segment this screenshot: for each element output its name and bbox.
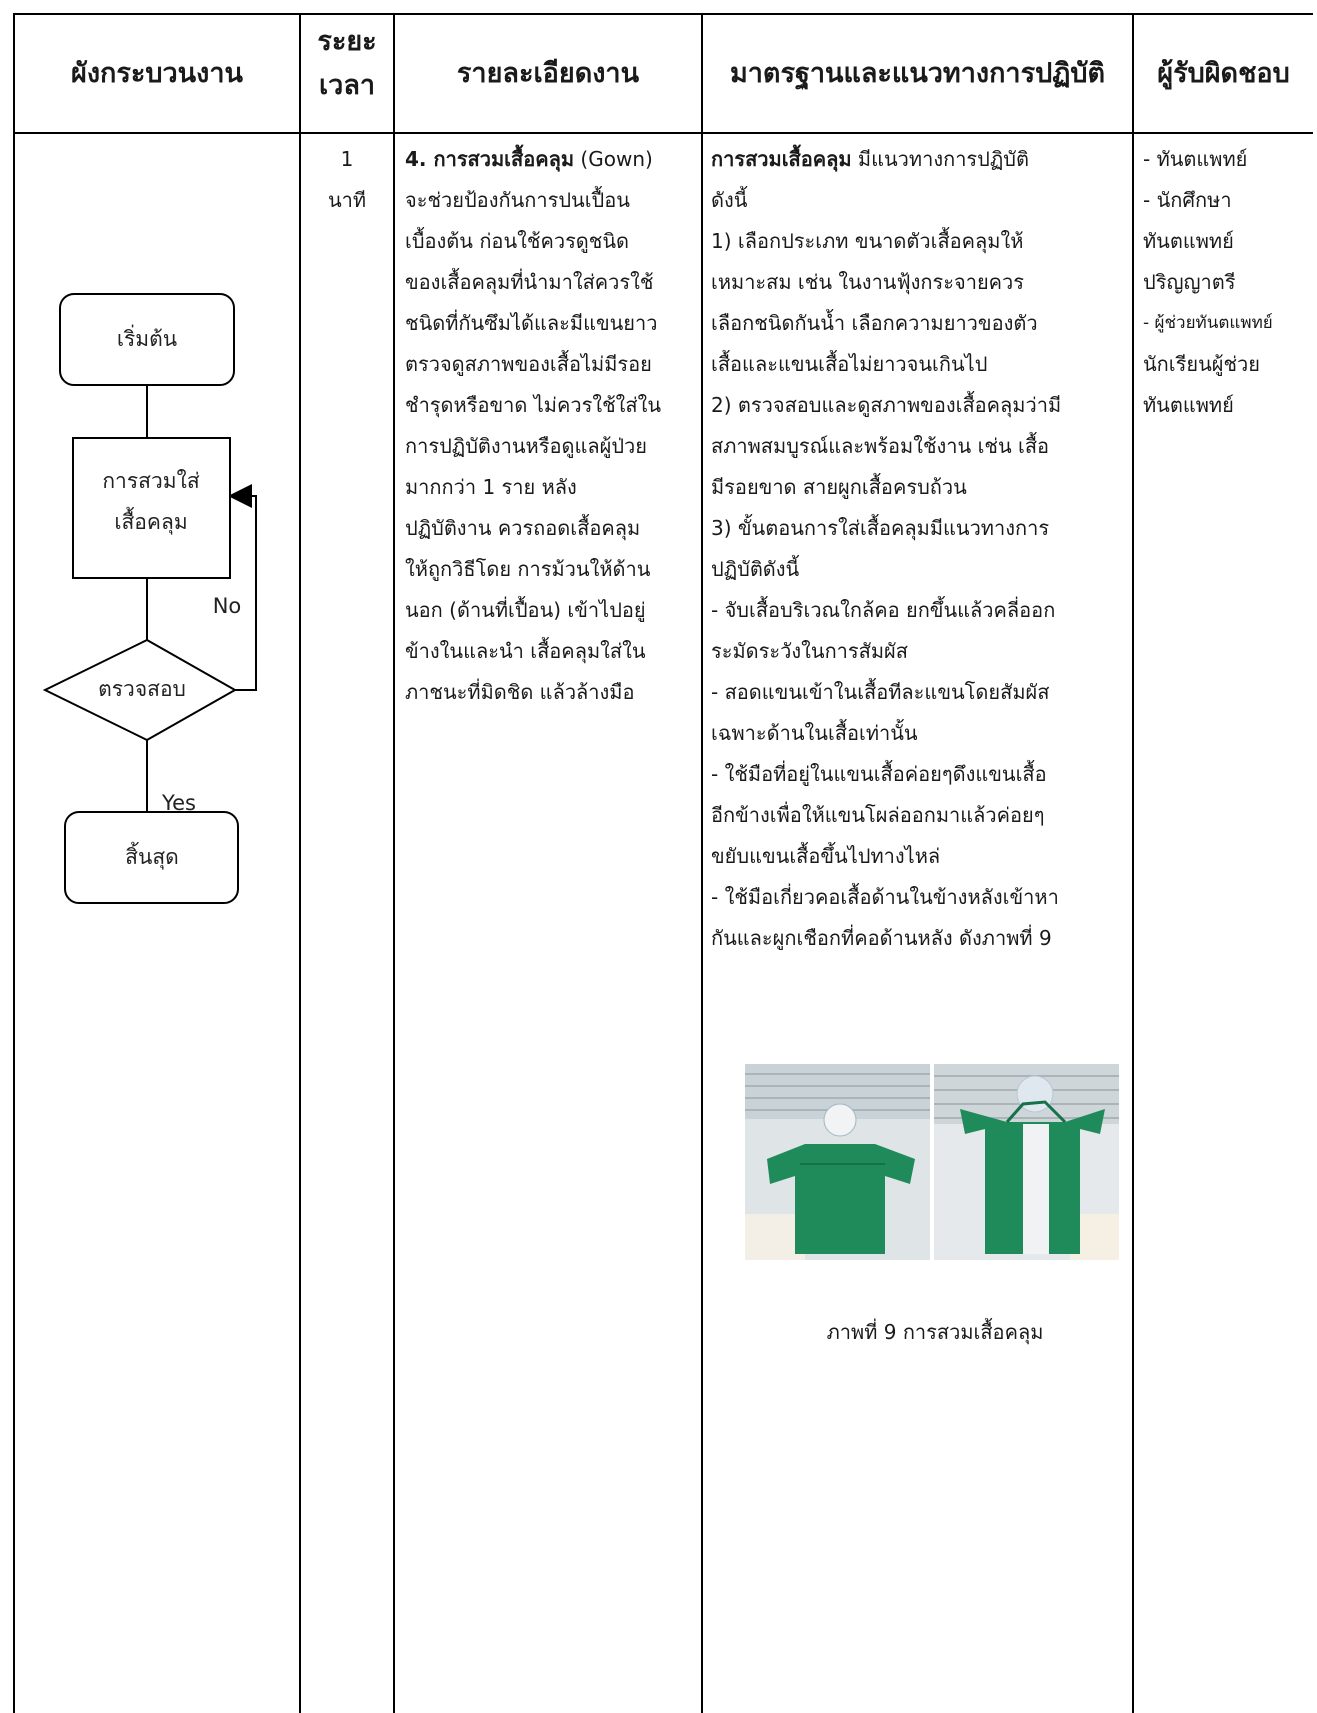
duration-cell: 1 นาที [301,139,393,221]
standards-line: เสื้อและแขนเสื้อไม่ยาวจนเกินไป [711,352,988,376]
details-line: จะช่วยป้องกันการปนเปื้อน [405,188,630,212]
decision-label: ตรวจสอบ [98,677,186,701]
standards-line: 3) ขั้นตอนการใส่เสื้อคลุมมีแนวทางการ [711,516,1050,540]
flowchart-diagram: เริ่มต้น การสวมใส่ เสื้อคลุม ตรวจสอบ No … [42,293,257,904]
responsible-line: นักเรียนผู้ช่วย [1143,352,1260,376]
details-line: ชำรุดหรือขาด ไม่ควรใช้ใส่ใน [405,393,662,417]
header-standards: มาตรฐานและแนวทางการปฏิบัติ [729,58,1106,89]
standards-intro: การสวมเสื้อคลุม มีแนวทางการปฏิบัติ [711,139,1132,180]
standards-line: - ใช้มือเกี่ยวคอเสื้อด้านในข้างหลังเข้าห… [711,885,1059,909]
responsible-line: ทันตแพทย์ [1143,229,1234,253]
responsible-line: - ผู้ช่วยทันตแพทย์ [1143,313,1273,333]
header-duration-line2: เวลา [318,70,376,101]
col-divider [299,13,301,1713]
details-cell: 4. การสวมเสื้อคลุม (Gown) จะช่วยป้องกันก… [405,139,701,713]
standards-line: ดังนี้ [711,188,748,212]
details-title-rest: (Gown) [574,147,653,171]
duration-value: 1 [340,147,354,171]
details-line: ให้ถูกวิธีโดย การม้วนให้ด้าน [405,557,651,581]
header-duration: ระยะ เวลา [301,20,393,108]
header-details: รายละเอียดงาน [456,58,640,89]
standards-intro-rest: มีแนวทางการปฏิบัติ [851,147,1029,171]
details-line: ข้างในและนำ เสื้อคลุมใส่ใน [405,639,646,663]
standards-line: - จับเสื้อบริเวณใกล้คอ ยกขึ้นแล้วคลี่ออก [711,598,1056,622]
duration-unit: นาที [327,188,367,212]
table-header-divider [13,132,1313,134]
end-label: สิ้นสุด [125,842,179,870]
process-box [72,437,231,579]
col-divider [1132,13,1134,1713]
standards-line: เฉพาะด้านในเสื้อเท่านั้น [711,721,918,745]
standards-line: เลือกชนิดกันน้ำ เลือกความยาวของตัว [711,311,1038,335]
details-line: ปฏิบัติงาน ควรถอดเสื้อคลุม [405,516,641,540]
col-divider [393,13,395,1713]
responsible-line: ทันตแพทย์ [1143,393,1234,417]
details-line: การปฏิบัติงานหรือดูแลผู้ป่วย [405,434,647,458]
details-line: มากกว่า 1 ราย หลัง [405,475,577,499]
standards-line: อีกข้างเพื่อให้แขนโผล่ออกมาแล้วค่อยๆ [711,803,1045,827]
standards-line: 1) เลือกประเภท ขนาดตัวเสื้อคลุมให้ [711,229,1024,253]
responsible-cell: - ทันตแพทย์ - นักศึกษา ทันตแพทย์ ปริญญาต… [1143,139,1311,426]
standards-line: - สอดแขนเข้าในเสื้อทีละแขนโดยสัมผัส [711,680,1050,704]
end-terminal [64,811,239,904]
standards-line: สภาพสมบูรณ์และพร้อมใช้งาน เช่น เสื้อ [711,434,1050,458]
details-line: ของเสื้อคลุมที่นำมาใส่ควรใช้ [405,270,654,294]
details-line: ตรวจดูสภาพของเสื้อไม่มีรอย [405,352,652,376]
process-label-line2: เสื้อคลุม [114,507,187,535]
start-terminal [59,293,235,386]
start-label: เริ่มต้น [117,324,177,351]
standards-line: ขยับแขนเสื้อขึ้นไปทางไหล่ [711,844,941,868]
col-divider [13,13,15,1713]
standards-line: ระมัดระวังในการสัมผัส [711,639,908,663]
standards-intro-bold: การสวมเสื้อคลุม [711,147,852,171]
details-title: 4. การสวมเสื้อคลุม (Gown) [405,139,701,180]
no-label: No [213,594,242,618]
responsible-line: - ทันตแพทย์ [1143,147,1248,171]
gown-photo [745,1064,1119,1260]
standards-line: 2) ตรวจสอบและดูสภาพของเสื้อคลุมว่ามี [711,393,1062,417]
details-line: ภาชนะที่มิดชิด แล้วล้างมือ [405,680,635,704]
details-line: เบื้องต้น ก่อนใช้ควรดูชนิด [405,229,630,253]
responsible-line: - นักศึกษา [1143,188,1232,212]
details-line: ชนิดที่กันซึมได้และมีแขนยาว [405,311,658,335]
decision-diamond [42,638,238,742]
standards-line: มีรอยขาด สายผูกเสื้อครบถ้วน [711,475,967,499]
standards-line: ปฏิบัติดังนี้ [711,557,800,581]
standards-cell: การสวมเสื้อคลุม มีแนวทางการปฏิบัติ ดังนี… [711,139,1132,959]
table-border-top [13,13,1313,15]
loop-back-arrow [228,484,257,691]
header-responsible: ผู้รับผิดชอบ [1157,58,1290,89]
process-label-line1: การสวมใส่ [102,469,199,493]
photo-caption: ภาพที่ 9 การสวมเสื้อคลุม [826,1320,1044,1344]
details-title-bold: 4. การสวมเสื้อคลุม [405,147,575,171]
standards-line: - ใช้มือที่อยู่ในแขนเสื้อค่อยๆดึงแขนเสื้… [711,762,1047,786]
col-divider [701,13,703,1713]
details-line: นอก (ด้านที่เปื้อน) เข้าไปอยู่ [405,598,646,622]
standards-line: กันและผูกเชือกที่คอด้านหลัง ดังภาพที่ 9 [711,926,1052,950]
header-flowchart: ผังกระบวนงาน [71,58,243,89]
header-duration-line1: ระยะ [317,26,377,57]
standards-line: เหมาะสม เช่น ในงานฟุ้งกระจายควร [711,270,1025,294]
responsible-line: ปริญญาตรี [1143,270,1236,294]
